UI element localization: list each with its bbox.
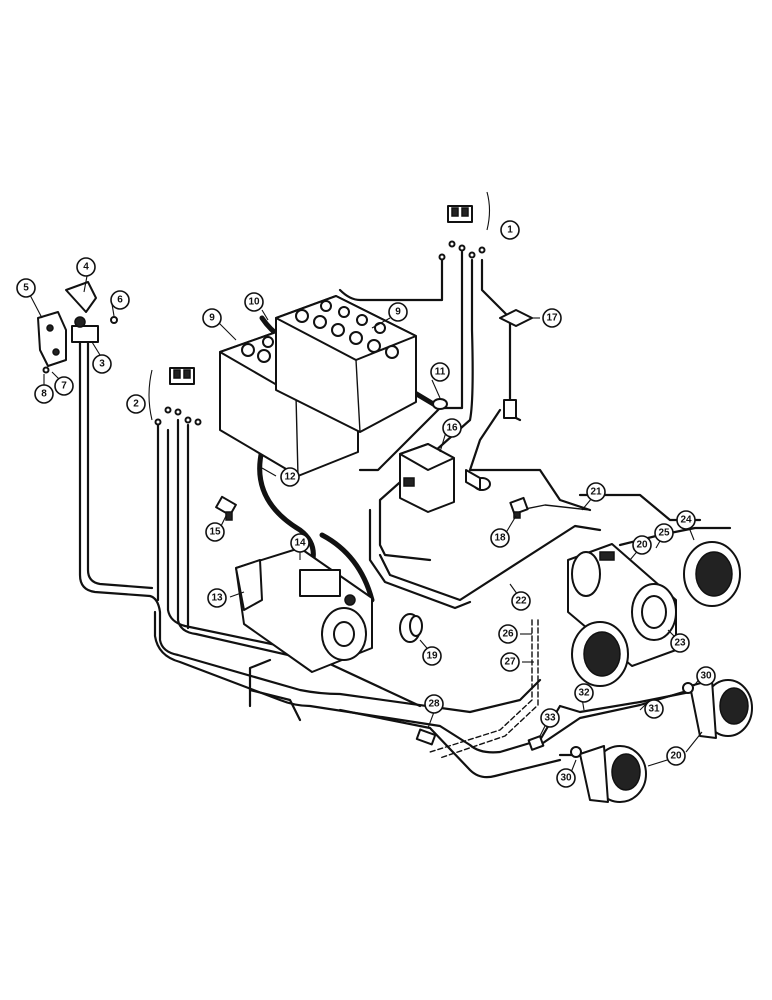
callout-9-left-label: 9: [209, 313, 215, 324]
callout-8: 8: [34, 384, 54, 404]
callout-33-label: 33: [544, 713, 556, 724]
front-light-right: [683, 541, 741, 607]
callout-10-label: 10: [248, 297, 260, 308]
callout-12: 12: [280, 467, 300, 487]
callout-9-right-label: 9: [395, 307, 401, 318]
callout-33: 33: [540, 708, 560, 728]
resistor-tube: [465, 469, 491, 491]
callout-31-label: 31: [648, 704, 660, 715]
callout-15-label: 15: [209, 527, 221, 538]
callout-23-label: 23: [674, 638, 686, 649]
callout-6: 6: [110, 290, 130, 310]
callout-17-label: 17: [546, 313, 558, 324]
callout-21-label: 21: [590, 487, 602, 498]
connector-33: [527, 735, 545, 751]
rear-light-upper: [682, 679, 753, 739]
starter-motor: [235, 547, 373, 673]
callout-5-label: 5: [23, 283, 29, 294]
connector-block-2: [148, 367, 202, 426]
sender-17: [499, 309, 533, 419]
sensor-18: [509, 496, 529, 519]
callout-14: 14: [290, 533, 310, 553]
callout-18-label: 18: [494, 533, 506, 544]
callout-24-label: 24: [680, 515, 692, 526]
callout-8-label: 8: [41, 389, 47, 400]
callout-4-label: 4: [83, 262, 89, 273]
callout-7: 7: [54, 376, 74, 396]
callout-23: 23: [670, 633, 690, 653]
callout-28: 28: [424, 694, 444, 714]
callout-9-right: 9: [388, 302, 408, 322]
callout-18: 18: [490, 528, 510, 548]
callout-28-label: 28: [428, 699, 440, 710]
callout-11-label: 11: [435, 367, 446, 378]
battery-right: [275, 295, 417, 433]
battery-cable-end: [432, 398, 448, 410]
callout-6-label: 6: [117, 295, 123, 306]
callout-4: 4: [76, 257, 96, 277]
callout-16: 16: [442, 418, 462, 438]
callout-24: 24: [676, 510, 696, 530]
callout-2-label: 2: [133, 399, 139, 410]
callout-30-lower-label: 30: [560, 773, 572, 784]
callout-26-label: 26: [502, 629, 514, 640]
callout-20-light-label: 20: [670, 751, 682, 762]
callout-3: 3: [92, 354, 112, 374]
callout-22-label: 22: [515, 596, 527, 607]
callout-31: 31: [644, 699, 664, 719]
rear-light-lower: [570, 745, 647, 803]
callout-27-label: 27: [504, 657, 516, 668]
callout-1-label: 1: [507, 225, 513, 236]
callout-25-label: 25: [658, 528, 670, 539]
callout-20-generator-label: 20: [636, 540, 648, 551]
callout-19: 19: [422, 646, 442, 666]
callout-11: 11: [430, 362, 450, 382]
callout-5: 5: [16, 278, 36, 298]
callout-15: 15: [205, 522, 225, 542]
callout-19-label: 19: [426, 651, 438, 662]
callout-20-generator: 20: [632, 535, 652, 555]
connector-28: [415, 728, 437, 746]
callout-20-light: 20: [666, 746, 686, 766]
switch-bracket-assembly: [37, 281, 118, 374]
callout-32: 32: [574, 683, 594, 703]
callout-14-label: 14: [294, 538, 306, 549]
callout-21: 21: [586, 482, 606, 502]
callout-27: 27: [500, 652, 520, 672]
gauge-sender-19: [399, 613, 423, 643]
callout-17: 17: [542, 308, 562, 328]
callout-12-label: 12: [284, 472, 296, 483]
callout-10: 10: [244, 292, 264, 312]
callout-30-upper-label: 30: [700, 671, 712, 682]
callout-30-upper: 30: [696, 666, 716, 686]
callout-25: 25: [654, 523, 674, 543]
generator: [567, 543, 677, 667]
callout-7-label: 7: [61, 381, 67, 392]
callout-32-label: 32: [578, 688, 590, 699]
front-light-left: [571, 621, 629, 687]
callout-30-lower: 30: [556, 768, 576, 788]
callout-22: 22: [511, 591, 531, 611]
callout-3-label: 3: [99, 359, 105, 370]
callout-2: 2: [126, 394, 146, 414]
connector-block-1: [438, 191, 491, 261]
callout-1: 1: [500, 220, 520, 240]
callout-13-label: 13: [211, 593, 223, 604]
callout-13: 13: [207, 588, 227, 608]
callout-9-left: 9: [202, 308, 222, 328]
voltage-regulator: [399, 443, 455, 513]
callout-16-label: 16: [446, 423, 458, 434]
callout-26: 26: [498, 624, 518, 644]
